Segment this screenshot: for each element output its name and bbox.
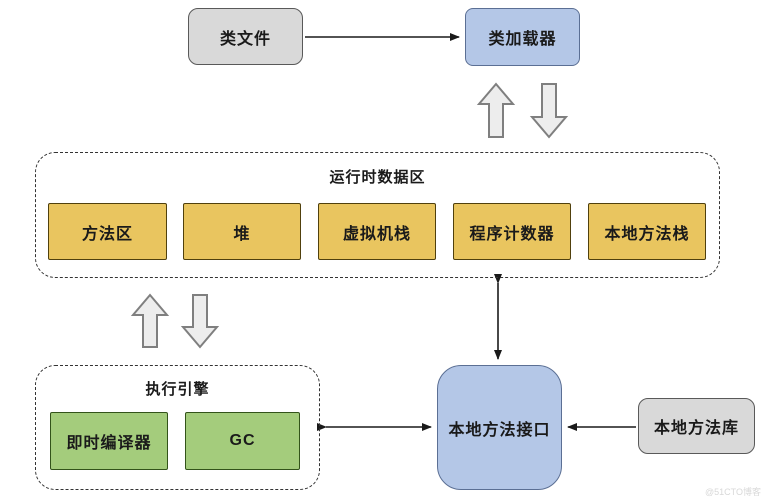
up-block-arrow-engine xyxy=(130,293,170,348)
native-method-interface-box: 本地方法接口 xyxy=(437,365,562,490)
program-counter-box: 程序计数器 xyxy=(453,203,571,260)
native-method-library-box: 本地方法库 xyxy=(638,398,755,454)
down-block-arrow-engine xyxy=(180,294,220,349)
up-block-arrow-classloader xyxy=(476,82,516,138)
watermark: @51CTO博客 xyxy=(705,487,761,497)
native-method-stack-box: 本地方法栈 xyxy=(588,203,706,260)
gc-box: GC xyxy=(185,412,300,470)
down-block-arrow-classloader xyxy=(529,83,569,139)
execution-engine-container: 执行引擎 xyxy=(35,365,320,490)
jit-compiler-box: 即时编译器 xyxy=(50,412,168,470)
heap-box: 堆 xyxy=(183,203,301,260)
class-loader-box: 类加载器 xyxy=(465,8,580,66)
vm-stack-box: 虚拟机栈 xyxy=(318,203,436,260)
class-file-box: 类文件 xyxy=(188,8,303,65)
runtime-data-area-title: 运行时数据区 xyxy=(329,169,426,186)
runtime-data-area-container: 运行时数据区 xyxy=(35,152,720,278)
execution-engine-title: 执行引擎 xyxy=(145,381,210,398)
method-area-box: 方法区 xyxy=(48,203,167,260)
